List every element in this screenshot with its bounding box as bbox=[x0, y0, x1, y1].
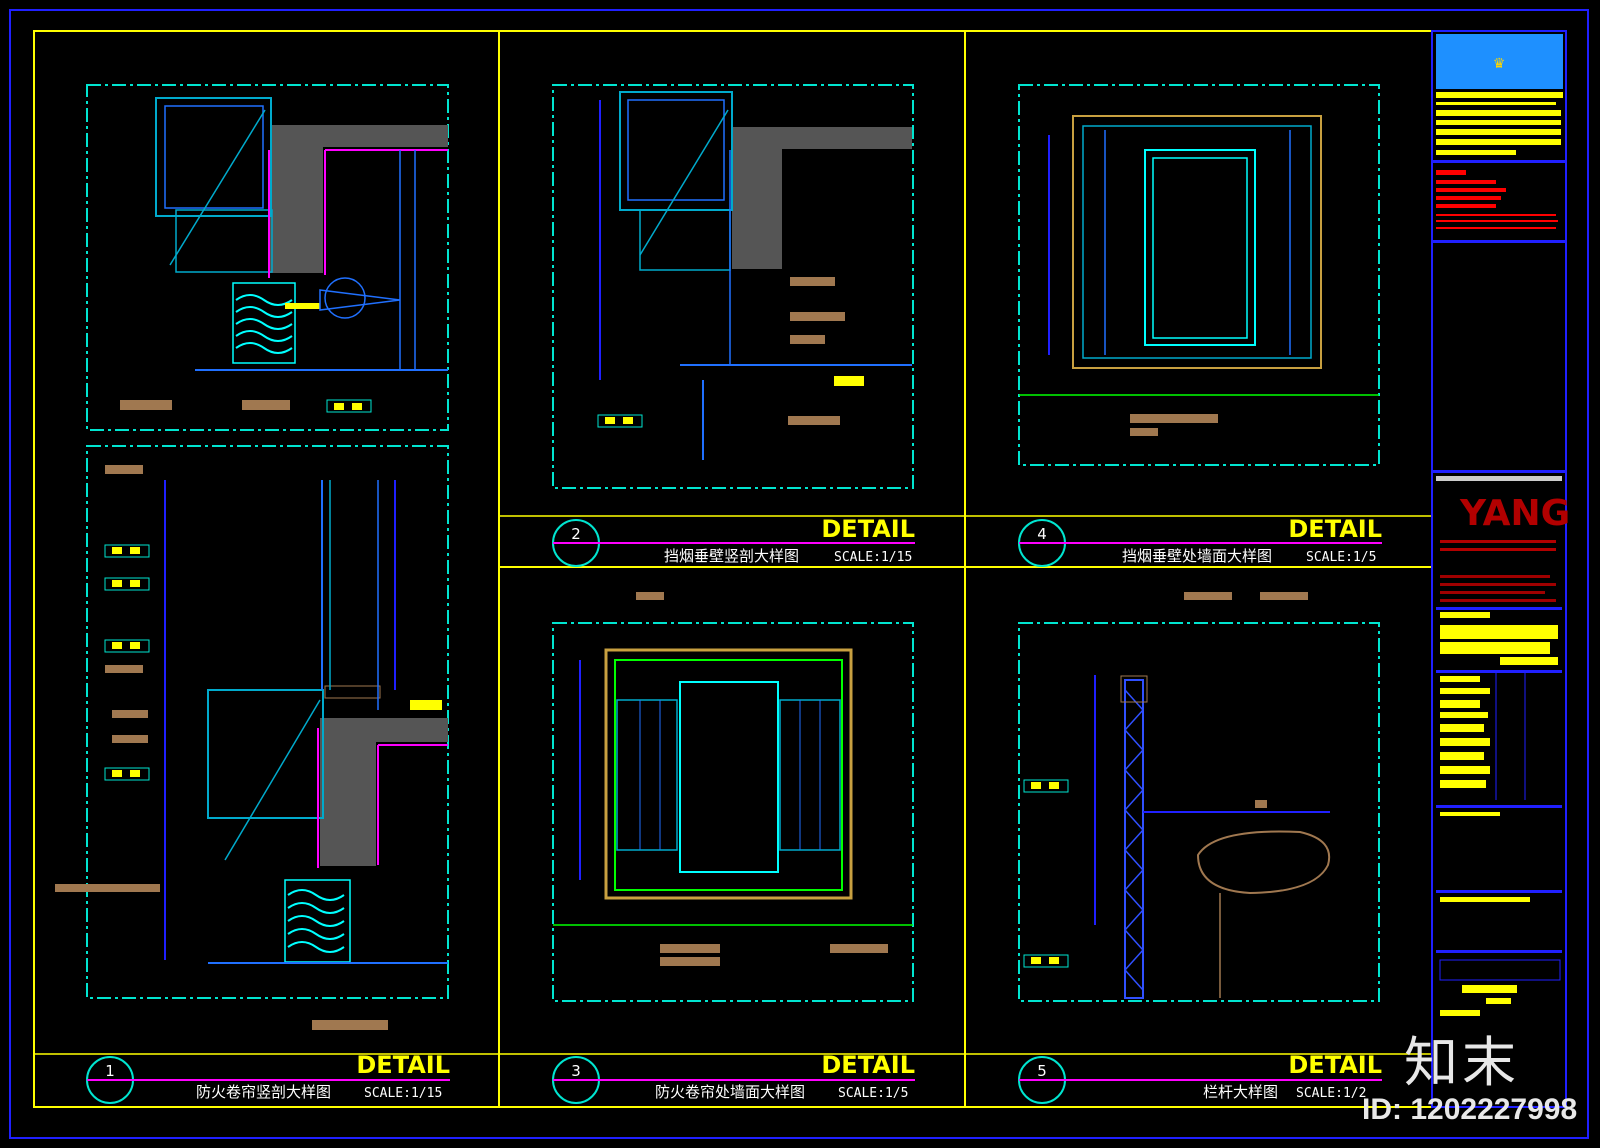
svg-text:♛: ♛ bbox=[1493, 56, 1506, 72]
svg-text:DETAIL: DETAIL bbox=[1288, 515, 1382, 543]
detail-2-title: 2 DETAIL 挡烟垂壁竖剖大样图 SCALE:1/15 bbox=[552, 515, 915, 567]
svg-text:5: 5 bbox=[1037, 1062, 1047, 1080]
svg-text:1: 1 bbox=[105, 1062, 115, 1080]
title-block: ♛ YANG bbox=[1431, 30, 1570, 1108]
watermark-brand: 知末 bbox=[1404, 1031, 1520, 1094]
svg-text:DETAIL: DETAIL bbox=[821, 515, 915, 543]
detail-1-drawing bbox=[55, 84, 449, 1030]
svg-text:DETAIL: DETAIL bbox=[1288, 1051, 1382, 1079]
detail-5-title: 5 DETAIL 栏杆大样图 SCALE:1/2 bbox=[1018, 1051, 1382, 1104]
svg-text:DETAIL: DETAIL bbox=[356, 1051, 450, 1079]
outer-border bbox=[9, 9, 1589, 1139]
watermark-id: ID: 1202227998 bbox=[1362, 1093, 1578, 1126]
detail-2-drawing bbox=[552, 84, 914, 489]
svg-text:DETAIL: DETAIL bbox=[821, 1051, 915, 1079]
svg-text:防火卷帘处墙面大样图: 防火卷帘处墙面大样图 bbox=[655, 1083, 805, 1101]
svg-text:SCALE:1/15: SCALE:1/15 bbox=[364, 1086, 442, 1101]
svg-text:挡烟垂壁处墙面大样图: 挡烟垂壁处墙面大样图 bbox=[1122, 547, 1272, 565]
svg-text:防火卷帘竖剖大样图: 防火卷帘竖剖大样图 bbox=[196, 1083, 331, 1101]
detail-4-drawing bbox=[1018, 84, 1380, 466]
svg-text:挡烟垂壁竖剖大样图: 挡烟垂壁竖剖大样图 bbox=[664, 547, 799, 565]
detail-3-title: 3 DETAIL 防火卷帘处墙面大样图 SCALE:1/5 bbox=[552, 1051, 915, 1104]
svg-text:4: 4 bbox=[1037, 525, 1047, 543]
svg-text:SCALE:1/5: SCALE:1/5 bbox=[1306, 550, 1376, 565]
detail-5-drawing bbox=[1018, 592, 1380, 1002]
company-logo-text: YANG bbox=[1459, 493, 1570, 534]
svg-text:SCALE:1/2: SCALE:1/2 bbox=[1296, 1086, 1366, 1101]
logo-panel bbox=[1436, 34, 1563, 89]
detail-3-drawing bbox=[552, 592, 914, 1002]
svg-text:栏杆大样图: 栏杆大样图 bbox=[1203, 1083, 1278, 1101]
svg-text:SCALE:1/15: SCALE:1/15 bbox=[834, 550, 912, 565]
svg-text:2: 2 bbox=[571, 525, 581, 543]
svg-text:3: 3 bbox=[571, 1062, 581, 1080]
svg-text:SCALE:1/5: SCALE:1/5 bbox=[838, 1086, 908, 1101]
detail-1-title: 1 DETAIL 防火卷帘竖剖大样图 SCALE:1/15 bbox=[86, 1051, 450, 1104]
detail-4-title: 4 DETAIL 挡烟垂壁处墙面大样图 SCALE:1/5 bbox=[1018, 515, 1382, 567]
